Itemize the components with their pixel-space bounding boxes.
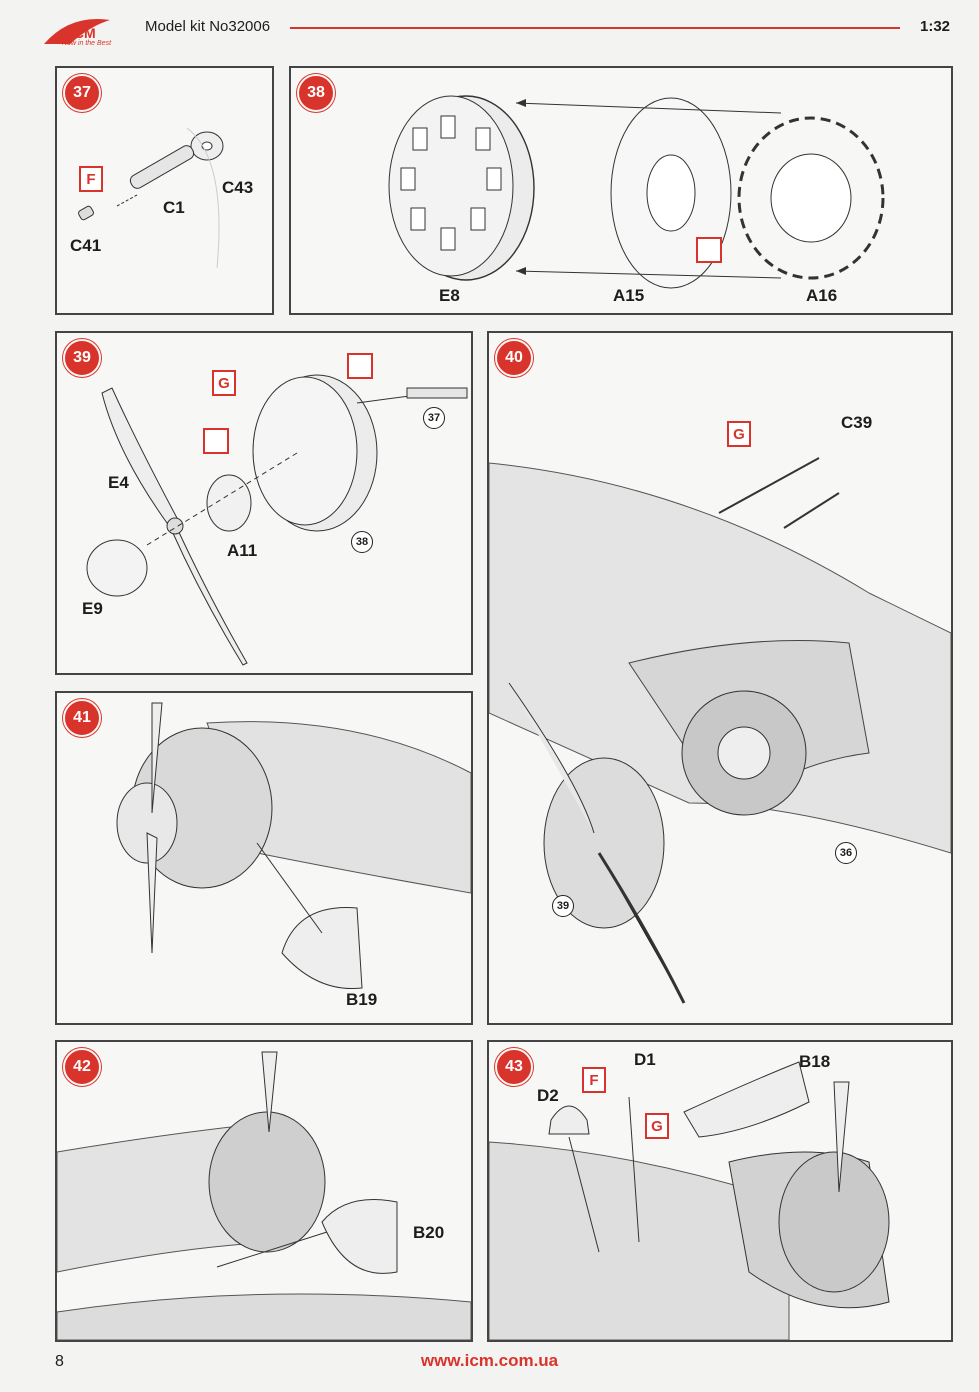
footer-url-link[interactable]: www.icm.com.ua <box>420 1351 559 1370</box>
step-41-panel: 41 B19 <box>55 691 473 1025</box>
glue-warning-icon <box>203 428 229 454</box>
ref-step-39: 39 <box>552 895 574 917</box>
part-label-a16: A16 <box>806 286 838 305</box>
step-42-drawing <box>57 1051 471 1340</box>
step-41-number: 41 <box>63 699 101 737</box>
step-42-number: 42 <box>63 1048 101 1086</box>
icm-logo-icon: ICM <box>40 14 128 52</box>
kit-title: Model kit No32006 <box>145 18 271 35</box>
paint-tag-g: G <box>727 421 751 447</box>
step-37-drawing <box>78 127 224 269</box>
part-label-d2: D2 <box>537 1086 559 1105</box>
part-label-d1: D1 <box>634 1050 656 1069</box>
scale-label: 1:32 <box>920 18 951 35</box>
part-label-c43: C43 <box>222 178 254 197</box>
step-37-panel: 37 F C43 C1 C41 <box>55 66 274 315</box>
step-43-panel: 43 D1 B18 D2 F G <box>487 1040 953 1342</box>
brand-tagline: Now in the Best <box>62 40 112 47</box>
step-42-panel: 42 B20 <box>55 1040 473 1342</box>
step-39-number: 39 <box>63 339 101 377</box>
header-divider <box>290 27 900 29</box>
step-39-panel: 39 G 37 38 E4 A11 E9 <box>55 331 473 675</box>
step-38-panel: 38 E8 A15 A16 <box>289 66 953 315</box>
part-label-b19: B19 <box>346 990 378 1009</box>
step-43-number: 43 <box>495 1048 533 1086</box>
part-label-b18: B18 <box>799 1052 831 1071</box>
brand-name: ICM <box>0 0 1 1</box>
part-label-a11: A11 <box>227 541 258 560</box>
glue-warning-icon <box>696 237 722 263</box>
glue-warning-icon <box>347 353 373 379</box>
step-38-drawing <box>388 95 885 289</box>
step-40-panel: 40 G C39 39 36 <box>487 331 953 1025</box>
part-label-c39: C39 <box>841 413 873 432</box>
step-41-drawing <box>116 702 471 990</box>
step-38-number: 38 <box>297 74 335 112</box>
part-label-c1: C1 <box>163 198 185 217</box>
svg-text:ICM: ICM <box>70 25 96 41</box>
step-40-drawing <box>489 457 951 1004</box>
page-number: 8 <box>55 1353 64 1370</box>
paint-tag-g: G <box>645 1113 669 1139</box>
step-43-drawing <box>489 1061 890 1340</box>
paint-tag-f: F <box>79 166 103 192</box>
part-label-c41: C41 <box>70 236 102 255</box>
step-40-number: 40 <box>495 339 533 377</box>
paint-tag-g: G <box>212 370 236 396</box>
ref-step-38: 38 <box>351 531 373 553</box>
part-label-b20: B20 <box>413 1223 445 1242</box>
part-label-e8: E8 <box>439 286 460 305</box>
ref-step-36: 36 <box>835 842 857 864</box>
paint-tag-f: F <box>582 1067 606 1093</box>
part-label-e4: E4 <box>108 473 129 492</box>
part-label-e9: E9 <box>82 599 103 618</box>
ref-step-37: 37 <box>423 407 445 429</box>
step-39-drawing <box>86 374 468 666</box>
step-37-number: 37 <box>63 74 101 112</box>
part-label-a15: A15 <box>613 286 645 305</box>
